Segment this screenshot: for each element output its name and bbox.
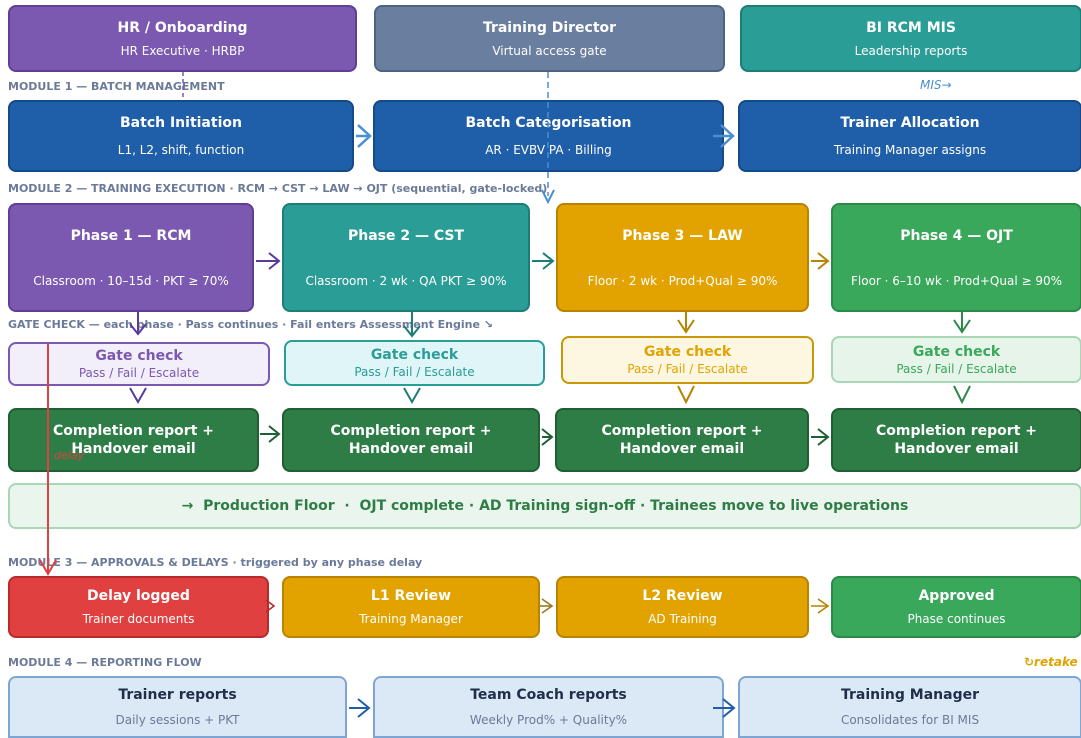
- hr-onboarding-title: HR / Onboarding: [117, 19, 248, 36]
- l1-review-sub: Training Manager: [359, 612, 463, 626]
- training-director-box[interactable]: Training Director Virtual access gate: [374, 5, 725, 72]
- m4-arrow-1: [349, 698, 371, 718]
- phase3-law-box[interactable]: Phase 3 — LAW Floor · 2 wk · Prod+Qual ≥…: [556, 203, 809, 312]
- batch-categorisation-box[interactable]: Batch Categorisation AR · EVBV PA · Bill…: [373, 100, 724, 172]
- gate-completion-arrow-3: [677, 385, 695, 405]
- phase-gate-arrow-4: [953, 312, 971, 334]
- mis-label: MIS→: [920, 78, 952, 92]
- team-coach-reports-box[interactable]: Team Coach reports Weekly Prod% + Qualit…: [373, 676, 724, 738]
- gate1-title: Gate check: [95, 348, 183, 364]
- phase2-cst-box[interactable]: Phase 2 — CST Classroom · 2 wk · QA PKT …: [282, 203, 530, 312]
- module3-label: MODULE 3 — APPROVALS & DELAYS · triggere…: [8, 556, 423, 569]
- phase2-sub: Classroom · 2 wk · QA PKT ≥ 90%: [305, 273, 507, 288]
- m3-arrow-3: [811, 598, 830, 614]
- phase4-sub: Floor · 6–10 wk · Prod+Qual ≥ 90%: [850, 273, 1063, 288]
- completion-arrow-2: [541, 428, 554, 446]
- delay-logged-box[interactable]: Delay logged Trainer documents: [8, 576, 269, 638]
- phase-arrow-2: [532, 252, 555, 270]
- completion-arrow-1: [260, 425, 281, 443]
- phase-arrow-3: [811, 252, 830, 270]
- training-director-title: Training Director: [482, 19, 617, 36]
- completion2-title: Completion report + Handover email: [330, 423, 492, 457]
- gate4-sub: Pass / Fail / Escalate: [896, 361, 1017, 376]
- gate-check-4[interactable]: Gate check Pass / Fail / Escalate: [831, 336, 1081, 383]
- completion-report-3[interactable]: Completion report + Handover email: [555, 408, 809, 472]
- retake-label: ↻retake: [1024, 655, 1078, 669]
- gate3-title: Gate check: [643, 344, 732, 360]
- team-coach-reports-title: Team Coach reports: [470, 687, 627, 703]
- bi-rcm-mis-sub: Leadership reports: [854, 43, 968, 58]
- module1-label: MODULE 1 — BATCH MANAGEMENT: [8, 80, 225, 93]
- trainer-reports-sub: Daily sessions + PKT: [115, 713, 240, 727]
- trainer-allocation-box[interactable]: Trainer Allocation Training Manager assi…: [738, 100, 1081, 172]
- module4-label: MODULE 4 — REPORTING FLOW: [8, 656, 202, 669]
- phase4-title: Phase 4 — OJT: [900, 227, 1013, 244]
- gate2-title: Gate check: [370, 347, 459, 363]
- hr-onboarding-sub: HR Executive · HRBP: [120, 43, 245, 58]
- l2-review-box[interactable]: L2 Review AD Training: [556, 576, 809, 638]
- trainer-allocation-sub: Training Manager assigns: [833, 143, 987, 157]
- batch-initiation-sub: L1, L2, shift, function: [117, 143, 245, 157]
- team-coach-reports-sub: Weekly Prod% + Quality%: [469, 713, 628, 727]
- trainer-reports-box[interactable]: Trainer reports Daily sessions + PKT: [8, 676, 347, 738]
- trainer-allocation-title: Trainer Allocation: [840, 115, 980, 131]
- batch-categorisation-sub: AR · EVBV PA · Billing: [485, 143, 612, 157]
- gate-check-3[interactable]: Gate check Pass / Fail / Escalate: [561, 336, 814, 384]
- phase1-sub: Classroom · 10–15d · PKT ≥ 70%: [33, 273, 229, 288]
- completion-arrow-3: [811, 428, 830, 446]
- phase2-title: Phase 2 — CST: [347, 227, 465, 244]
- phase-gate-arrow-3: [677, 312, 695, 334]
- m1-arrow-1: [356, 124, 372, 148]
- bi-rcm-mis-title: BI RCM MIS: [866, 19, 956, 36]
- completion4-title: Completion report + Handover email: [876, 423, 1037, 457]
- module2-label: MODULE 2 — TRAINING EXECUTION · RCM → CS…: [8, 182, 548, 195]
- batch-initiation-title: Batch Initiation: [120, 115, 242, 131]
- completion1-title: Completion report + Handover email: [53, 423, 214, 457]
- phase3-title: Phase 3 — LAW: [622, 227, 743, 244]
- phase4-ojt-box[interactable]: Phase 4 — OJT Floor · 6–10 wk · Prod+Qua…: [831, 203, 1081, 312]
- phase-arrow-1: [256, 252, 281, 270]
- gate1-sub: Pass / Fail / Escalate: [78, 366, 200, 380]
- gate-check-label: GATE CHECK — each phase · Pass continues…: [8, 318, 493, 331]
- hr-onboarding-box[interactable]: HR / Onboarding HR Executive · HRBP: [8, 5, 357, 72]
- training-manager-box[interactable]: Training Manager Consolidates for BI MIS: [738, 676, 1081, 738]
- delay-logged-title: Delay logged: [87, 588, 190, 604]
- trainer-reports-title: Trainer reports: [118, 687, 237, 703]
- training-manager-title: Training Manager: [840, 687, 979, 703]
- completion3-title: Completion report + Handover email: [601, 423, 763, 457]
- phase1-rcm-box[interactable]: Phase 1 — RCM Classroom · 10–15d · PKT ≥…: [8, 203, 254, 312]
- approved-box[interactable]: Approved Phase continues: [831, 576, 1081, 638]
- production-floor-box[interactable]: → Production Floor · OJT complete · AD T…: [8, 483, 1081, 529]
- gate-check-2[interactable]: Gate check Pass / Fail / Escalate: [284, 340, 545, 386]
- gate3-sub: Pass / Fail / Escalate: [627, 362, 748, 376]
- approved-sub: Phase continues: [907, 612, 1006, 626]
- completion-report-1[interactable]: Completion report + Handover email: [8, 408, 259, 472]
- approved-title: Approved: [918, 588, 995, 604]
- phase3-sub: Floor · 2 wk · Prod+Qual ≥ 90%: [587, 273, 778, 288]
- batch-categorisation-title: Batch Categorisation: [465, 115, 632, 131]
- batch-initiation-box[interactable]: Batch Initiation L1, L2, shift, function: [8, 100, 354, 172]
- delay-logged-sub: Trainer documents: [82, 612, 195, 626]
- completion-report-4[interactable]: Completion report + Handover email: [831, 408, 1081, 472]
- training-director-sub: Virtual access gate: [492, 43, 607, 58]
- production-floor-text: → Production Floor · OJT complete · AD T…: [181, 498, 909, 514]
- delay-label: delay: [54, 449, 85, 462]
- gate-completion-arrow-4: [953, 385, 971, 405]
- gate-completion-arrow-2: [403, 387, 421, 405]
- l2-review-title: L2 Review: [642, 588, 723, 604]
- gate-check-1[interactable]: Gate check Pass / Fail / Escalate: [8, 342, 270, 386]
- l2-review-sub: AD Training: [648, 612, 717, 626]
- bi-rcm-mis-box[interactable]: BI RCM MIS Leadership reports: [740, 5, 1081, 72]
- completion-report-2[interactable]: Completion report + Handover email: [282, 408, 540, 472]
- gate2-sub: Pass / Fail / Escalate: [354, 365, 475, 379]
- l1-review-title: L1 Review: [370, 588, 452, 604]
- phase1-title: Phase 1 — RCM: [70, 227, 192, 244]
- gate4-title: Gate check: [912, 343, 1001, 360]
- m3-arrow-2: [540, 598, 554, 614]
- gate-completion-arrow-1: [129, 387, 147, 405]
- training-manager-sub: Consolidates for BI MIS: [840, 713, 980, 727]
- l1-review-box[interactable]: L1 Review Training Manager: [282, 576, 540, 638]
